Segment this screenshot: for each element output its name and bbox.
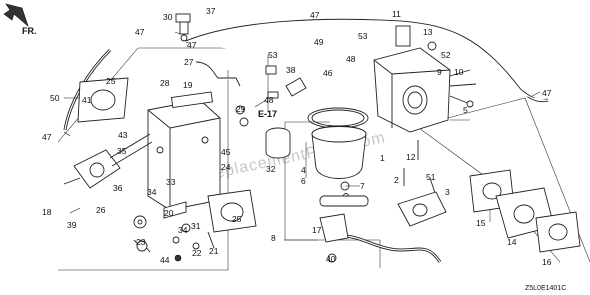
callout-36: 36	[113, 183, 123, 193]
callout-33: 33	[166, 177, 176, 187]
callout-7: 7	[360, 181, 365, 191]
callout-50: 50	[50, 93, 60, 103]
callout-14: 14	[507, 237, 517, 247]
fuel-joint-30	[175, 13, 191, 42]
air-intake-parts	[195, 61, 307, 159]
callout-43: 43	[118, 130, 128, 140]
callout-26: 26	[96, 205, 106, 215]
callout-24: 24	[221, 162, 231, 172]
section-label: E-17	[258, 109, 277, 119]
gasket-25-lower	[207, 189, 257, 233]
callout-34: 34	[178, 225, 188, 235]
callout-52: 52	[441, 50, 451, 60]
callout-16: 16	[542, 257, 552, 267]
callout-11: 11	[392, 9, 401, 19]
callout-35: 35	[117, 146, 127, 156]
callout-37: 37	[206, 6, 216, 16]
front-direction-label: FR.	[22, 26, 37, 36]
callout-12: 12	[406, 152, 416, 162]
carburetor-insulator-bracket	[147, 91, 221, 211]
callout-21: 21	[209, 246, 219, 256]
callout-25: 25	[232, 214, 242, 224]
callout-17: 17	[312, 225, 322, 235]
callout-3: 3	[445, 187, 450, 197]
callout-25: 25	[106, 76, 116, 86]
callout-34: 34	[147, 187, 157, 197]
callout-46: 46	[323, 68, 333, 78]
callout-44: 44	[160, 255, 170, 265]
callout-38: 38	[286, 65, 296, 75]
callout-48: 48	[264, 95, 274, 105]
gasket-25-left	[77, 77, 129, 123]
drain-plate-3	[397, 191, 447, 227]
callout-47: 47	[542, 88, 552, 98]
callout-47: 47	[135, 27, 145, 37]
callout-15: 15	[476, 218, 486, 228]
gasket-16	[535, 211, 581, 253]
callout-8: 8	[271, 233, 276, 243]
callout-53: 53	[268, 50, 278, 60]
carburetor-body	[373, 25, 477, 197]
callout-29: 29	[236, 104, 246, 114]
callout-18: 18	[42, 207, 52, 217]
choke-linkage-parts	[133, 201, 215, 262]
callout-13: 13	[423, 27, 433, 37]
callout-45: 45	[221, 147, 231, 157]
callout-49: 49	[314, 37, 324, 47]
front-direction-arrow-icon	[3, 3, 29, 27]
callout-20: 20	[164, 208, 174, 218]
callout-27: 27	[184, 57, 194, 67]
callout-28: 28	[160, 78, 170, 88]
callout-51: 51	[426, 172, 436, 182]
callout-4: 4	[301, 165, 306, 175]
callout-23: 23	[136, 237, 146, 247]
callout-9: 9	[437, 67, 442, 77]
callout-19: 19	[183, 80, 193, 90]
callout-30: 30	[163, 12, 173, 22]
callout-1: 1	[380, 153, 385, 163]
fuel-valve-26	[63, 133, 153, 189]
callout-48: 48	[346, 54, 356, 64]
callout-47: 47	[42, 132, 52, 142]
callout-22: 22	[192, 248, 202, 258]
drain-tube-9	[319, 213, 442, 263]
callout-53: 53	[358, 31, 368, 41]
callout-31: 31	[191, 221, 201, 231]
callout-47: 47	[310, 10, 320, 20]
callout-40: 40	[326, 254, 336, 264]
callout-32: 32	[266, 164, 276, 174]
callout-39: 39	[67, 220, 77, 230]
callout-10: 10	[454, 67, 464, 77]
callout-47: 47	[187, 40, 197, 50]
float-chamber	[307, 107, 369, 207]
drawing-code: Z5L0E1401C	[525, 285, 566, 292]
callout-5: 5	[463, 105, 468, 115]
callout-leader-lines	[63, 31, 541, 241]
callout-6: 6	[301, 176, 306, 186]
callout-41: 41	[82, 95, 92, 105]
callout-2: 2	[394, 175, 399, 185]
